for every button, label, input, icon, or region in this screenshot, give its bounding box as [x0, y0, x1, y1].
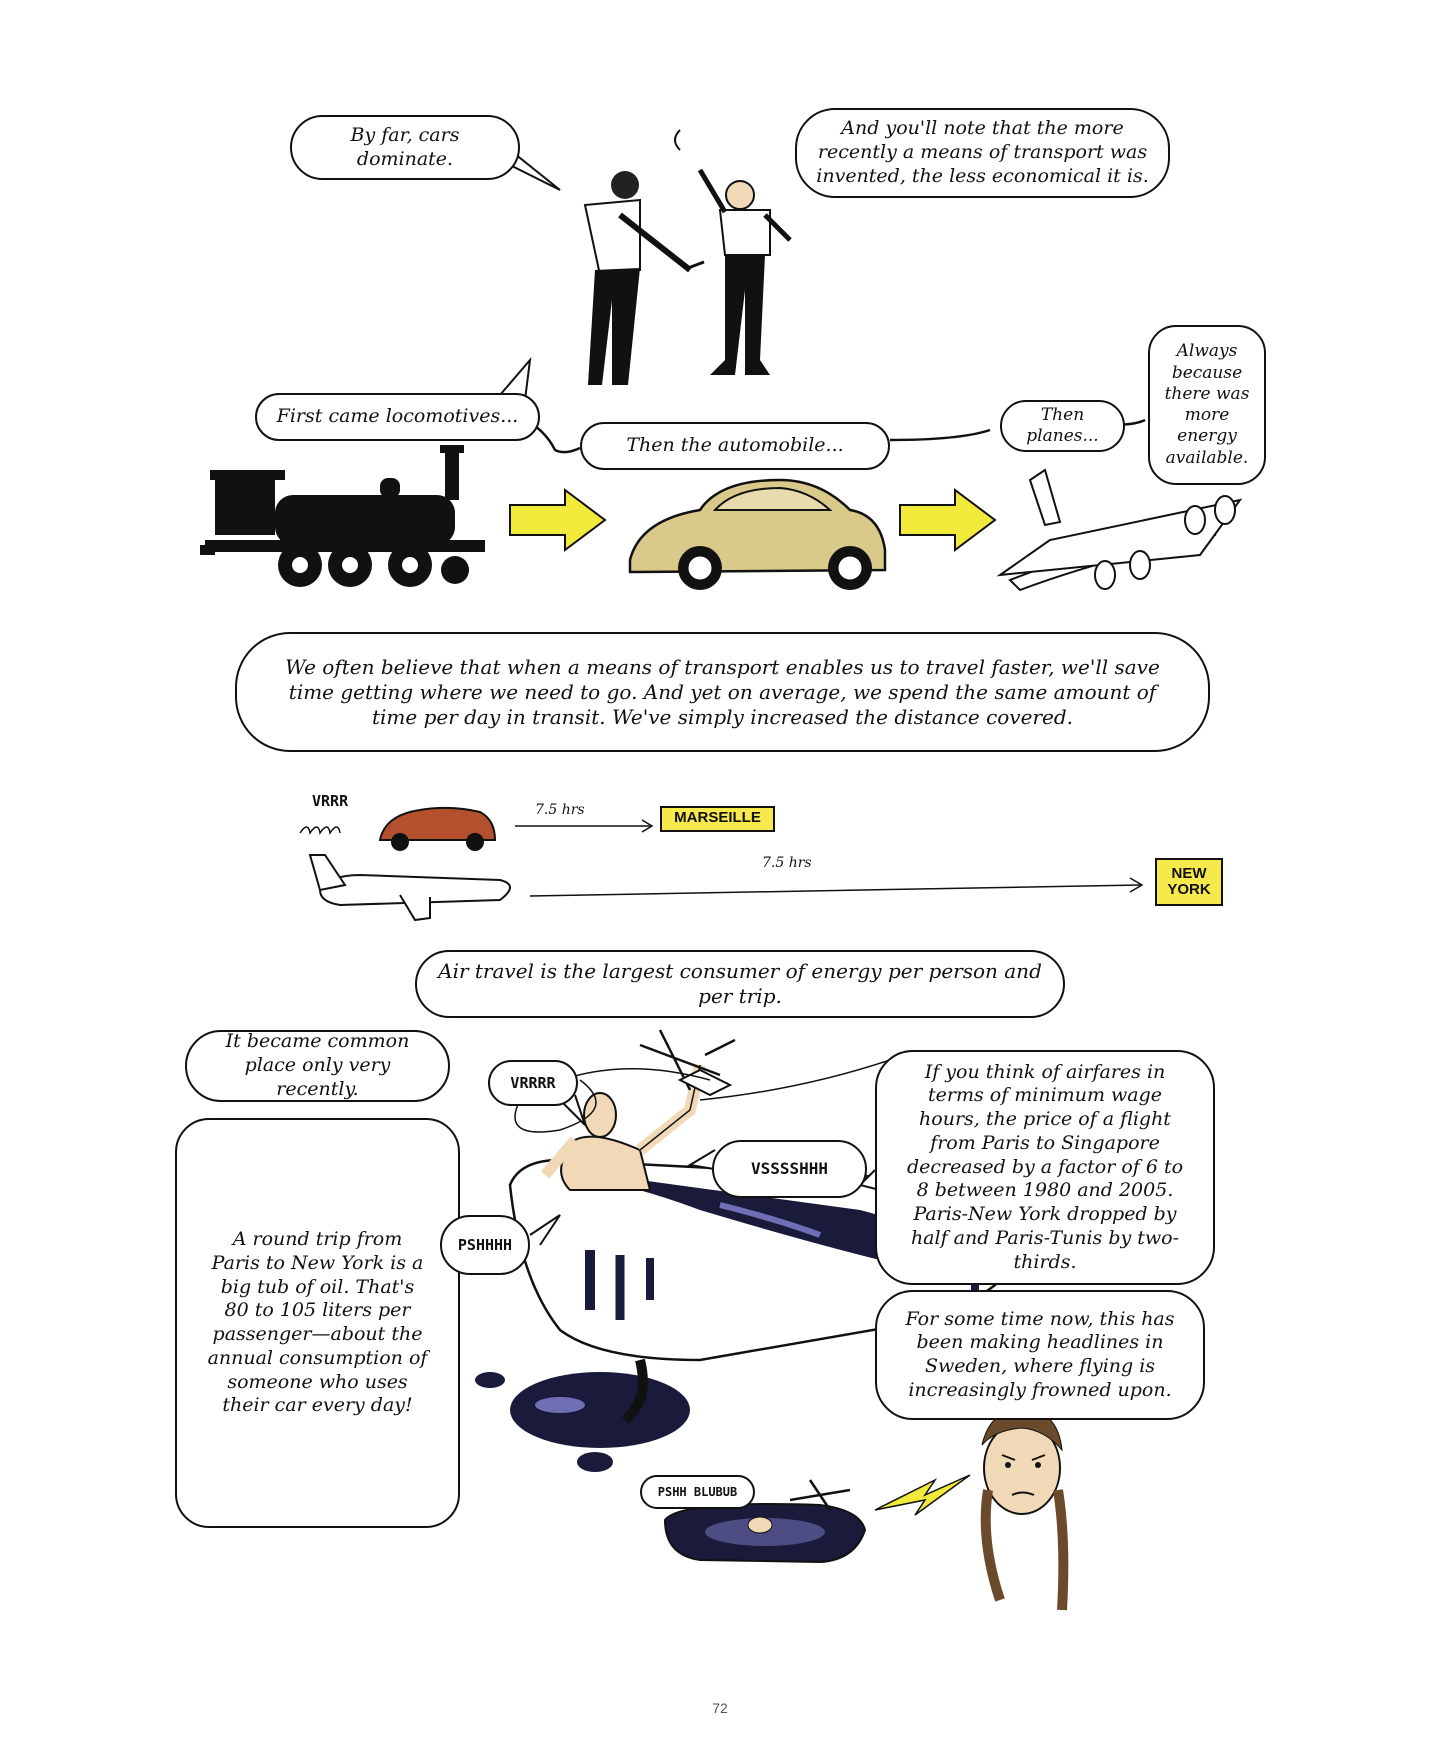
speech-bubble-round-trip-oil: A round trip from Paris to New York is a… [175, 1118, 460, 1528]
caption-air-travel-energy: Air travel is the largest consumer of en… [415, 950, 1065, 1018]
caption-text: We often believe that when a means of tr… [285, 654, 1160, 729]
speech-bubble-recent-transport: And you'll note that the more recently a… [795, 108, 1170, 198]
bubble-text: By far, cars dominate. [350, 123, 460, 170]
bubble-text: For some time now, this has been making … [905, 1307, 1175, 1401]
page-number: 72 [712, 1700, 728, 1716]
jet-airplane-illustration [308, 854, 511, 922]
bubble-text: And you'll note that the more recently a… [816, 117, 1149, 187]
yellow-arrow-icon [899, 488, 997, 552]
bubble-text: Always because there was more energy ava… [1164, 341, 1250, 468]
bubble-text: If you think of airfares in terms of min… [906, 1060, 1184, 1273]
speech-bubble-cars-dominate: By far, cars dominate. [290, 115, 520, 180]
bubble-text: It became common place only very recentl… [225, 1030, 410, 1100]
duration-arrow [529, 884, 1141, 897]
modern-car-illustration [299, 806, 497, 851]
destination-marseille: MARSEILLE [660, 806, 775, 832]
speech-bubble-automobile: Then the automobile... [580, 422, 890, 470]
plane-duration-label: 7.5 hrs [762, 855, 812, 871]
bubble-text: VRRRR [510, 1073, 556, 1092]
small-oil-tub-illustration [663, 1479, 867, 1564]
bubble-text: VSSSSHHH [750, 1159, 829, 1178]
sound-bubble-vssss: VSSSSHHH [712, 1140, 867, 1198]
speech-bubble-commonplace: It became common place only very recentl… [185, 1030, 450, 1102]
locomotive-illustration [200, 445, 485, 587]
speech-bubble-planes: Then planes... [1000, 400, 1125, 452]
bubble-text: First came locomotives... [276, 405, 519, 428]
bubble-tail [674, 129, 681, 151]
bubble-text: Then planes... [1026, 404, 1099, 446]
bubble-text: A round trip from Paris to New York is a… [207, 1228, 428, 1417]
bubble-text: PSHH BLUBUB [657, 1484, 738, 1499]
speech-bubble-energy: Always because there was more energy ava… [1148, 325, 1266, 485]
speech-bubble-sweden: For some time now, this has been making … [875, 1290, 1205, 1420]
girl-with-braids-illustration [980, 1407, 1069, 1611]
lightning-icon [874, 1474, 971, 1516]
caption-text: Air travel is the largest consumer of en… [438, 959, 1042, 1008]
sound-effect-vrrr: VRRR [312, 792, 349, 810]
two-men-figures [583, 168, 792, 385]
propeller-plane-illustration [996, 468, 1243, 592]
bubble-text: Then the automobile... [626, 434, 844, 457]
vintage-car-illustration [628, 478, 887, 590]
speech-bubble-airfares: If you think of airfares in terms of min… [875, 1050, 1215, 1285]
bubble-text: PSHHHH [457, 1235, 513, 1254]
yellow-arrow-icon [509, 488, 607, 552]
car-duration-label: 7.5 hrs [535, 802, 585, 818]
speech-bubble-locomotives: First came locomotives... [255, 393, 540, 441]
sound-bubble-pshhh: PSHHHH [440, 1215, 530, 1275]
sound-bubble-vrrrr: VRRRR [488, 1060, 578, 1106]
sound-bubble-blubub: PSHH BLUBUB [640, 1475, 755, 1509]
caption-travel-time: We often believe that when a means of tr… [235, 632, 1210, 752]
destination-new-york: NEW YORK [1155, 858, 1223, 906]
